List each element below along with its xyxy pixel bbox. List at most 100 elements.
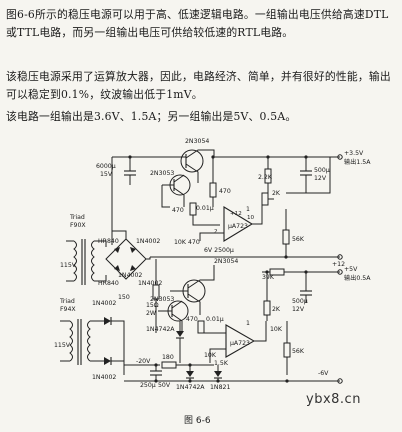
- label-triad2b: F94X: [60, 306, 76, 313]
- label-p5i: 输出0.5A: [344, 274, 371, 282]
- label-c1: 6000μ: [96, 163, 116, 170]
- circuit-diagram: 6000μ 15V 2N3054 2N3053 470 470 0.01μ μA…: [54, 138, 371, 391]
- paragraph-outputs: 该电路一组输出是3.6V、1.5A；另一组输出是5V、0.5A。: [6, 110, 297, 123]
- label-r470a: 470: [219, 188, 231, 195]
- label-q1: 2N3054: [185, 138, 209, 145]
- figure-caption: 图 6-6: [184, 416, 211, 426]
- junction-dots: [128, 155, 308, 383]
- capacitor-500-b: [300, 272, 312, 303]
- label-c500: 500μ: [314, 167, 330, 174]
- label-r1b: 1: [246, 320, 250, 327]
- label-c500bv: 12V: [292, 306, 305, 313]
- zener-1n4742-b: [186, 365, 194, 381]
- transistor-q2: [162, 174, 191, 207]
- label-n12: +12: [230, 211, 242, 217]
- capacitor-c1: [124, 170, 136, 185]
- label-1n4002a: 1N4002: [136, 238, 160, 245]
- wire-ic1-out: [199, 205, 263, 241]
- label-p35i: 输出1.5A: [344, 158, 371, 166]
- label-r15k: 1.5K: [214, 360, 229, 367]
- label-r2k: 2K: [272, 190, 281, 197]
- left-upper-wire: [111, 157, 131, 245]
- transistor-q3: [170, 265, 215, 315]
- label-m12: +12: [332, 261, 345, 268]
- zener-1n821: [214, 365, 222, 381]
- diode-1n4002-c: [104, 317, 125, 375]
- label-c6v: 6V 2500μ: [204, 247, 234, 254]
- label-c150: 150: [118, 294, 130, 301]
- transformer-triad2: [60, 319, 104, 365]
- resistor-470-a: [209, 157, 217, 207]
- label-hr840a: HR840: [98, 238, 119, 245]
- label-hr840b: HR840: [98, 280, 119, 287]
- label-ic2: μA723: [230, 340, 250, 347]
- label-r2kb: 2K: [272, 306, 281, 313]
- label-z1n4742: 1N4742A: [146, 326, 175, 333]
- label-m6v: -6V: [318, 370, 329, 377]
- label-1n4002e: 1N4002: [118, 272, 142, 279]
- capacitor-500-a: [300, 157, 312, 193]
- terminal-common: [337, 254, 343, 260]
- transistor-q1: [170, 149, 215, 183]
- label-r56kb: 56K: [292, 348, 305, 355]
- label-q2: 2N3053: [150, 170, 174, 177]
- label-z1n821: 1N821: [210, 384, 230, 391]
- capacitor-250: [150, 365, 162, 381]
- label-r180: 180: [162, 354, 174, 361]
- paragraph-intro: 图6-6所示的稳压电源可以用于高、低速逻辑电路。一组输出电压供给高速DTL或TT…: [6, 8, 389, 39]
- resistor-15ohm: [152, 259, 160, 333]
- paragraph-features: 该稳压电源采用了运算放大器，因此，电路经济、简单，并有很好的性能，输出可以稳定到…: [6, 70, 391, 101]
- label-q3: 2N3054: [214, 258, 238, 265]
- diode-1n4002-d: [104, 357, 124, 365]
- label-z1n4742b: 1N4742A: [176, 384, 205, 391]
- label-p35v: +3.5V: [344, 150, 364, 157]
- wire-470-ic1: [192, 215, 220, 226]
- label-c1v: 15V: [100, 171, 113, 178]
- label-p5v: +5V: [344, 266, 358, 273]
- zener-1n4742-a: [176, 321, 184, 363]
- label-m20v: -20V: [136, 358, 151, 365]
- label-1n4002d: 1N4002: [92, 374, 116, 381]
- label-1n4002b: 1N4002: [138, 280, 162, 287]
- terminal-m6v: [337, 378, 343, 384]
- transistor-q4: [158, 300, 189, 333]
- resistor-2k-a: [261, 192, 274, 206]
- transformer-triad1: [66, 239, 107, 285]
- resistor-180: [161, 361, 214, 369]
- label-triad2: Triad: [59, 298, 75, 305]
- label-c250: 250μ: [140, 382, 156, 389]
- label-r470d: 470: [186, 316, 198, 323]
- label-r470c: 470: [188, 239, 200, 246]
- wire-sense-upper: [286, 157, 331, 194]
- label-r10kc: 10K: [270, 326, 283, 333]
- label-r56k: 56K: [292, 236, 305, 243]
- terminal-35v: [337, 154, 343, 160]
- label-c001b: 0.01μ: [206, 316, 224, 323]
- label-c500b: 500μ: [292, 298, 308, 305]
- label-v115b: 115V: [54, 342, 71, 349]
- label-r470b: 470: [172, 207, 184, 214]
- label-n10: 10: [247, 215, 255, 221]
- label-r10k: 10K: [174, 239, 187, 246]
- resistor-22k: [264, 157, 272, 193]
- label-ic1: μA723: [228, 223, 248, 230]
- resistor-2k-b: [263, 272, 271, 321]
- label-v2w: 2W: [146, 310, 156, 317]
- label-n2: 2: [214, 229, 218, 235]
- label-v115a: 115V: [60, 262, 77, 269]
- label-r15: 15Ω: [146, 302, 159, 309]
- label-1n4002c: 1N4002: [92, 300, 116, 307]
- wire-ic2: [204, 321, 267, 363]
- terminal-5v: [337, 269, 343, 275]
- label-r39k: 39K: [262, 274, 275, 281]
- resistor-470-d: [197, 320, 205, 334]
- label-c500v: 12V: [314, 175, 327, 182]
- watermark: ybx8.cn: [306, 392, 361, 407]
- bridge-rectifier: [105, 230, 151, 280]
- resistor-56k-a: [282, 209, 290, 257]
- label-r10kb: 10K: [204, 352, 217, 359]
- opamp-ic2: [225, 324, 256, 358]
- label-c250v: 50V: [158, 382, 171, 389]
- resistor-56k-b: [283, 321, 291, 375]
- label-triad1b: F90X: [70, 222, 86, 229]
